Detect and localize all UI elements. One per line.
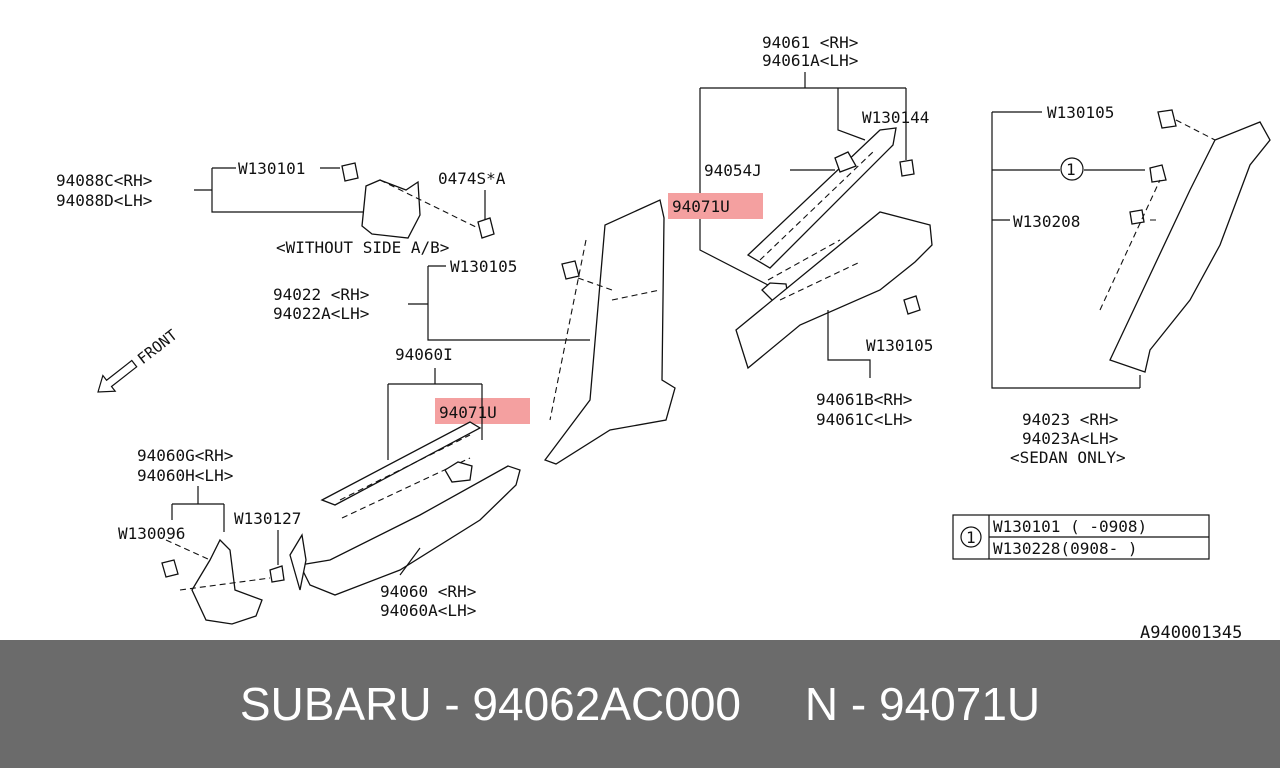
sill-lower (735, 211, 933, 370)
sill-94060 (299, 465, 521, 596)
label-94061B: 94061B<RH> (816, 390, 912, 409)
label-94060G: 94060G<RH> (137, 446, 233, 465)
screw-circle-1 (1149, 164, 1167, 183)
bolt-0474S (477, 217, 495, 239)
diagram-code: A940001345 (1140, 623, 1242, 640)
label-w130208: W130208 (1013, 212, 1080, 231)
bracket-94088 (361, 179, 421, 239)
label-94061: 94061 <RH> (762, 33, 858, 52)
bracket-assembly-left: 94088C<RH> 94088D<LH> W130101 0474S*A <W… (56, 159, 506, 257)
sill-plate-94060I (320, 421, 482, 506)
sill-assembly-right: 94061 <RH> 94061A<LH> W130144 94054J 940… (668, 33, 933, 429)
legend-circle (960, 526, 982, 548)
pillar-94022 (543, 199, 676, 465)
clip-w130144 (899, 159, 915, 177)
label-94023A: 94023A<LH> (1022, 429, 1118, 448)
screw-w130105-right (1157, 109, 1177, 129)
front-arrow: FRONT (97, 326, 181, 393)
screw-w130101 (341, 162, 359, 182)
label-94054J: 94054J (704, 161, 762, 180)
label-w130144: W130144 (862, 108, 929, 127)
clip-94054J (834, 151, 857, 173)
label-0474S: 0474S*A (438, 169, 506, 188)
label-94061C: 94061C<LH> (816, 410, 912, 429)
label-94022A: 94022A<LH> (273, 304, 369, 323)
sill-end-94060 (289, 533, 307, 591)
legend-row-1: W130101 ( -0908) (993, 517, 1147, 536)
sill-assembly-left: 94060I 94060 <RH> 94060A<LH> (289, 345, 521, 620)
screw-w130105-left (561, 260, 580, 280)
label-w130105-center: W130105 (866, 336, 933, 355)
label-w130101: W130101 (238, 159, 305, 178)
label-94060: 94060 <RH> (380, 582, 476, 601)
label-without-side: <WITHOUT SIDE A/B> (276, 238, 449, 257)
sill-plate (746, 127, 897, 269)
label-94071U-bottom: 94071U (439, 403, 497, 422)
screw-w130105-center (903, 295, 921, 315)
pillar-94023 (1109, 121, 1271, 373)
label-w130127: W130127 (234, 509, 301, 528)
label-w130105-right: W130105 (1047, 103, 1114, 122)
clip-w130096 (161, 559, 179, 578)
label-94060H: 94060H<LH> (137, 466, 233, 485)
legend-number: 1 (966, 528, 976, 547)
label-sedan-only: <SEDAN ONLY> (1010, 448, 1126, 467)
label-94088D: 94088D<LH> (56, 191, 152, 210)
label-94061A: 94061A<LH> (762, 51, 858, 70)
clip-94071U-bottom (444, 461, 473, 483)
legend-row-2: W130228(0908- ) (993, 539, 1138, 558)
label-94088C: 94088C<RH> (56, 171, 152, 190)
pillar-assembly-front: W130105 94022 <RH> 94022A<LH> 94071U (273, 199, 676, 465)
cover-assembly-left: 94060G<RH> 94060H<LH> W130096 W130127 (118, 446, 301, 625)
highlight-94071U-top (668, 193, 763, 219)
label-w130096: W130096 (118, 524, 185, 543)
front-label: FRONT (134, 326, 181, 368)
cover-94060G (191, 538, 263, 625)
label-94022: 94022 <RH> (273, 285, 369, 304)
clip-w130127 (269, 565, 285, 583)
parts-diagram: 94061 <RH> 94061A<LH> W130144 94054J 940… (56, 33, 1271, 640)
label-circle-1: 1 (1066, 160, 1076, 179)
label-w130105-left: W130105 (450, 257, 517, 276)
label-94060A: 94060A<LH> (380, 601, 476, 620)
label-94023: 94023 <RH> (1022, 410, 1118, 429)
label-94060I: 94060I (395, 345, 453, 364)
pillar-assembly-rear: W130105 1 W130208 94023 <RH> 94023A<LH> … (991, 103, 1271, 467)
reference-circle-1 (1060, 157, 1084, 181)
footer-text: SUBARU - 94062AC000 N - 94071U (239, 678, 1041, 730)
legend-table: 1 W130101 ( -0908) W130228(0908- ) (952, 514, 1210, 560)
clip-w130208 (1129, 209, 1145, 225)
footer-banner: SUBARU - 94062AC000 N - 94071U (0, 640, 1280, 768)
label-94071U-top: 94071U (672, 197, 730, 216)
